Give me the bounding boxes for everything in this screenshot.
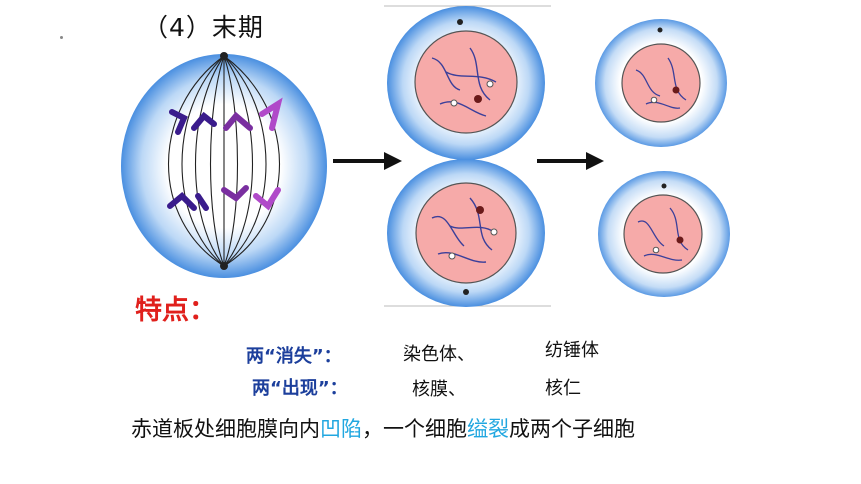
dividing-cell-bottom [387,159,545,307]
highlight-constriction: 缢裂 [467,417,509,441]
telophase-diagram [121,5,730,307]
features-heading: 特点： [135,295,216,326]
disappear-label: 两“消失”： [246,346,342,367]
highlight-invagination: 凹陷 [320,417,362,441]
arrow-right-icon [333,152,402,170]
daughter-cell-bottom [598,171,730,297]
centrosome-top-icon [220,52,228,60]
description-part-2: ，一个细胞 [362,417,467,441]
stray-dot [60,36,63,39]
spindle-fibers [168,55,280,267]
dividing-cell-top [387,6,545,160]
appear-label: 两“出现”： [252,378,348,399]
centrosome-bottom-icon [220,262,228,270]
description-part-1: 赤道板处细胞膜向内 [131,417,320,441]
arrow-right-icon [537,152,604,170]
daughter-cell-top [595,19,727,147]
early-telophase-cell [121,52,327,278]
description-part-3: 成两个子细胞 [509,417,635,441]
appear-item-nuclear-membrane: 核膜、 [412,379,466,400]
appear-item-nucleolus: 核仁 [545,378,581,399]
section-title: （4）末期 [143,13,264,42]
disappear-item-spindle: 纺锤体 [545,340,599,361]
disappear-item-chromosome: 染色体、 [403,344,475,365]
chromosomes-top [169,97,283,135]
chromosomes-bottom [167,185,281,211]
description-text: 赤道板处细胞膜向内凹陷，一个细胞缢裂成两个子细胞 [131,414,731,444]
